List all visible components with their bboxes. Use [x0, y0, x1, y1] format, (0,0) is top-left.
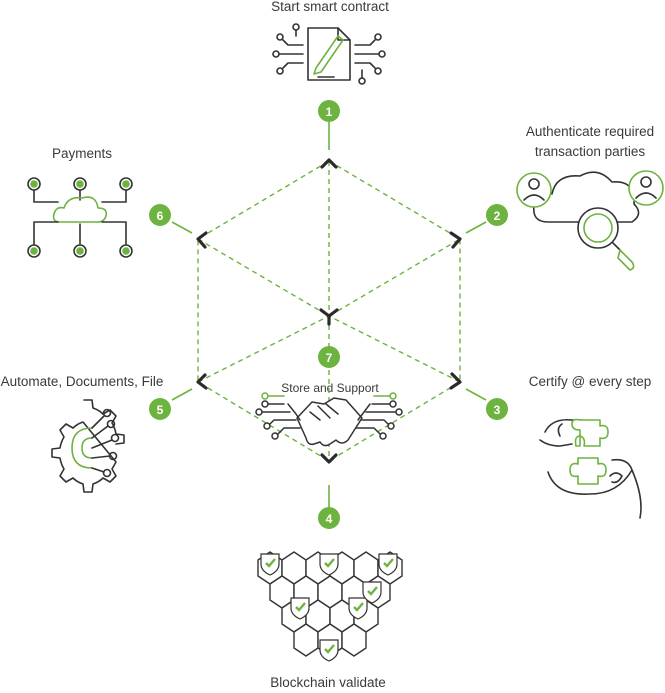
step-badge-3: 3: [486, 398, 508, 420]
step-3-number: 3: [494, 403, 501, 417]
handshake-circuit-icon: [255, 392, 403, 447]
step-5-label: Automate, Documents, File: [0, 374, 164, 389]
step-2-label-line-1: Authenticate required: [525, 124, 655, 139]
corner-upper-left-marker: [196, 231, 208, 249]
step-6-label: Payments: [51, 146, 113, 161]
step-7-label: Store and Support: [281, 381, 379, 395]
step-3-label: Certify @ every step: [528, 374, 652, 389]
step-6-number: 6: [157, 209, 164, 223]
step-badge-4: 4: [318, 507, 340, 529]
document-pen-circuit-icon: [272, 23, 386, 85]
check-shields: [260, 553, 398, 662]
corner-lower-left-marker: [196, 373, 208, 390]
cloud-magnifier-people-icon: [516, 170, 664, 271]
gear-circuit-icon: [51, 399, 125, 493]
corner-center-marker: [319, 308, 339, 326]
step-1-number: 1: [326, 105, 333, 119]
puzzle-hands-icon: [539, 418, 642, 519]
step-badge-7: 7: [318, 346, 340, 368]
step-4-label: Blockchain validate: [270, 675, 386, 690]
corner-top-marker: [320, 158, 338, 169]
step-5-number: 5: [157, 403, 164, 417]
step-4-number: 4: [326, 512, 333, 526]
step-badge-5: 5: [149, 398, 171, 420]
step-2-label-line-2: transaction parties: [534, 144, 646, 159]
step-1-label: Start smart contract: [271, 0, 389, 14]
step-7-number: 7: [326, 351, 333, 365]
connector-lines: [171, 122, 487, 508]
corner-upper-right-marker: [449, 231, 462, 249]
step-2-label: Authenticate required transaction partie…: [500, 122, 665, 162]
step-2-number: 2: [494, 209, 501, 223]
step-badge-6: 6: [149, 204, 171, 226]
corner-markers: [196, 158, 462, 464]
corner-bottom-marker: [320, 453, 338, 464]
step-badge-2: 2: [486, 204, 508, 226]
cloud-network-icon: [27, 177, 133, 258]
corner-lower-right-marker: [449, 372, 462, 390]
hexagon-blocks-check-icon: [257, 551, 403, 662]
step-badge-1: 1: [318, 100, 340, 122]
